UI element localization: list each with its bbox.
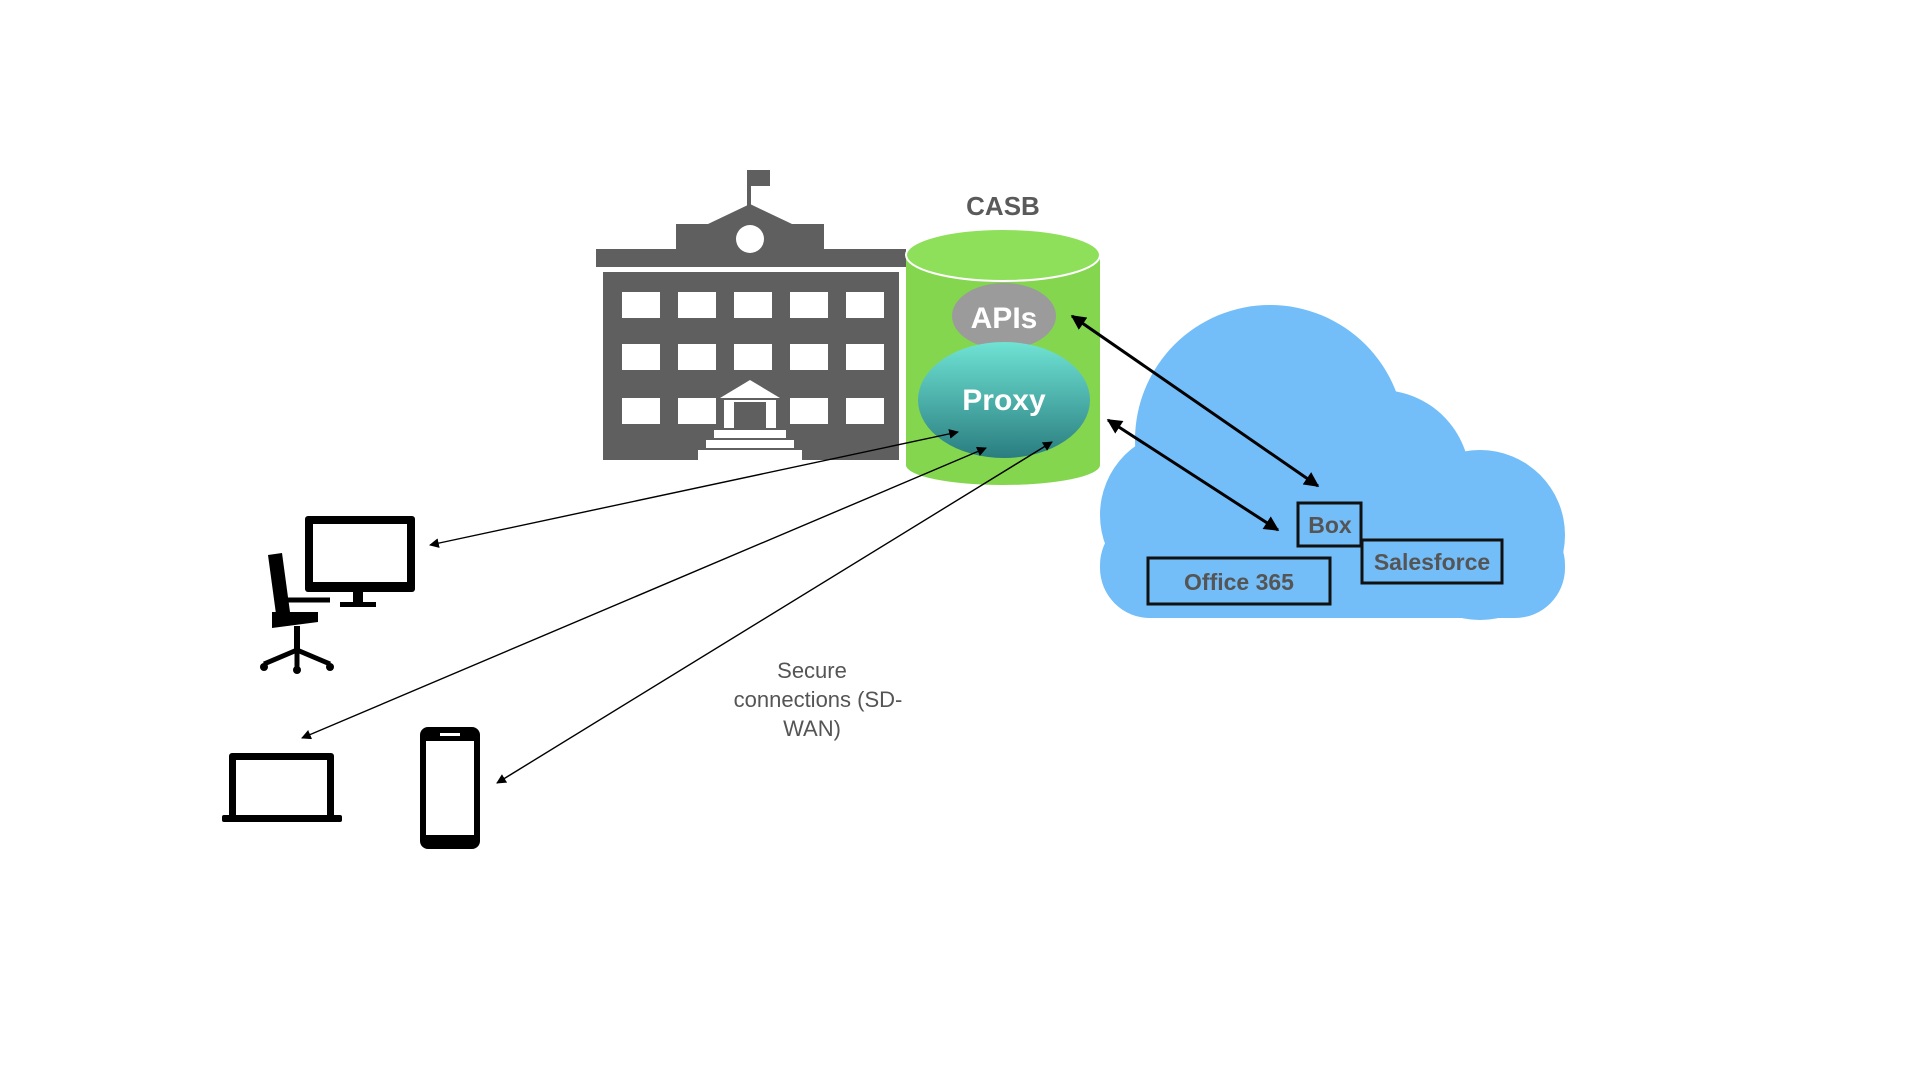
smartphone-icon: [420, 727, 480, 849]
connection-label-line1: Secure: [777, 658, 847, 683]
connection-label-line3: WAN): [783, 716, 841, 741]
apis-ellipse: [952, 283, 1056, 349]
casb-cloud-arrows: [1070, 314, 1320, 532]
flag: [751, 170, 770, 186]
apis-label: APIs: [971, 302, 1038, 335]
proxy-office-arrow: [1106, 418, 1280, 532]
phone-proxy-arrow: [496, 441, 1053, 784]
flag-pole: [747, 170, 751, 206]
laptop-icon: [222, 753, 342, 822]
desktop-computer-icon: [305, 516, 415, 607]
cloud-apps: Office 365 Box Salesforce: [1146, 501, 1504, 606]
app-salesforce: Salesforce: [1360, 538, 1504, 585]
office365-label: Office 365: [1184, 569, 1294, 595]
casb-cylinder-top: [905, 228, 1101, 282]
building-clock: [736, 225, 764, 253]
connection-label-line2: connections (SD-: [734, 687, 903, 712]
proxy-ellipse: [918, 342, 1090, 458]
casb-title: CASB: [966, 191, 1040, 221]
building-windows: [622, 292, 884, 424]
box-label: Box: [1308, 512, 1352, 538]
building-gable: [708, 204, 792, 224]
proxy-label: Proxy: [962, 384, 1046, 417]
device-arrows: [301, 429, 1053, 784]
app-box: Box: [1296, 501, 1363, 548]
casb-cylinder: CASB APIs Proxy: [905, 191, 1101, 485]
app-office365: Office 365: [1146, 556, 1332, 606]
building-roof: [596, 249, 906, 267]
connection-label: Secure connections (SD- WAN): [734, 658, 903, 741]
salesforce-label: Salesforce: [1374, 549, 1490, 575]
school-building-icon: [596, 170, 906, 460]
